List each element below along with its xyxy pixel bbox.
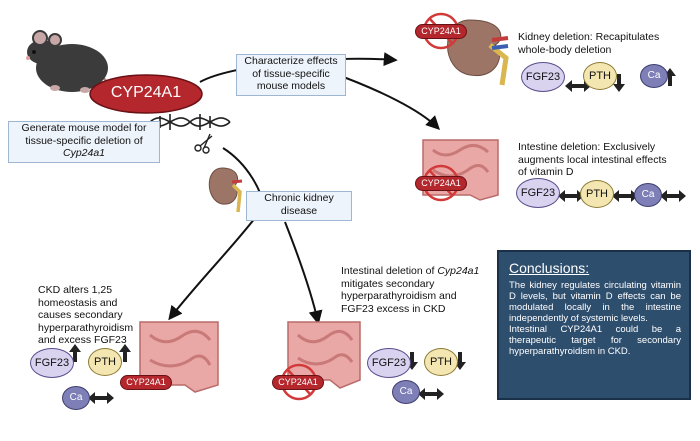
intestinal-deletion-prefix: Intestinal deletion of: [341, 265, 438, 277]
mouse-illustration: [26, 30, 161, 94]
ca-ckd-deletion: Ca: [392, 380, 420, 404]
conclusions-paragraph-2: Intestinal CYP24A1 could be a therapeuti…: [509, 324, 681, 357]
fgf23-ckd-deletion: FGF23: [367, 348, 411, 378]
pth-kidney: PTH: [583, 62, 617, 90]
cyp24a1-main-label: CYP24A1: [110, 84, 182, 101]
ca-kidney: Ca: [640, 64, 668, 88]
intestine-deletion-line-2: augments local intestinal effects: [518, 153, 667, 166]
arrow-to-intestine-deletion: [329, 71, 440, 130]
intestinal-deletion-line-1: Intestinal deletion of Cyp24a1: [341, 265, 479, 278]
dna-icon: [149, 114, 231, 130]
cyp24a1-pill-ckd-alters: CYP24A1: [120, 375, 172, 390]
characterize-line-2: of tissue-specific: [252, 67, 330, 80]
kidney-small-illustration: [208, 167, 243, 213]
kidney-deletion-text: Kidney deletion: Recapitulates whole-bod…: [518, 31, 659, 56]
conclusions-body: The kidney regulates circulating vitamin…: [509, 280, 681, 357]
intestine-deletion-text: Intestine deletion: Exclusively augments…: [518, 141, 667, 179]
conclusions-title: Conclusions:: [509, 260, 590, 276]
ckd-alters-line-3: causes secondary: [38, 309, 123, 321]
intestine-illustration-bottom-left: [139, 321, 219, 393]
intestinal-deletion-ckd-text: Intestinal deletion of Cyp24a1 mitigates…: [341, 265, 479, 315]
intestine-illustration-right: [422, 139, 499, 201]
fgf23-intestine: FGF23: [516, 178, 560, 208]
intestine-illustration-bottom-middle: [287, 321, 361, 389]
intestinal-deletion-line-3: hyperparathyroidism and: [341, 290, 457, 302]
conclusions-box: Conclusions: The kidney regulates circul…: [497, 250, 691, 400]
arrow-to-intestinal-deletion-ckd: [284, 221, 323, 325]
cyp24a1-pill-kidney: CYP24A1: [415, 24, 467, 39]
ckd-alters-line-4: hyperparathyroidism: [38, 321, 134, 334]
intestine-deletion-line-3: of vitamin D: [518, 166, 574, 178]
ckd-box-line-1: Chronic kidney: [264, 192, 334, 204]
ckd-box: Chronic kidney disease: [246, 191, 352, 221]
generate-line-2: tissue-specific deletion of: [25, 134, 143, 147]
intestine-deletion-line-1: Intestine deletion: Exclusively: [518, 141, 656, 153]
kidney-deletion-line-1: Kidney deletion: Recapitulates: [518, 31, 660, 43]
characterize-box: Characterize effects of tissue-specific …: [236, 54, 346, 96]
ckd-alters-line-2: homeostasis and: [38, 296, 118, 309]
generate-gene: Cyp24a1: [62, 147, 106, 159]
fgf23-kidney: FGF23: [521, 62, 565, 92]
kidney-deletion-line-2: whole-body deletion: [518, 43, 612, 56]
ckd-alters-text: CKD alters 1,25 homeostasis and causes s…: [38, 284, 133, 347]
fgf23-ckd-alters: FGF23: [30, 348, 74, 378]
cyp24a1-pill-ckd-deletion: CYP24A1: [272, 375, 324, 390]
arrow-to-ckd-alters: [168, 217, 256, 321]
cyp24a1-pill-intestine: CYP24A1: [415, 176, 467, 191]
ckd-box-line-2: disease: [280, 204, 318, 217]
ca-intestine: Ca: [634, 183, 662, 207]
pth-ckd-alters: PTH: [88, 348, 122, 376]
cyp24a1-main-ellipse: [89, 74, 203, 114]
generate-model-box: Generate mouse model for tissue-specific…: [8, 121, 160, 163]
conclusions-paragraph-1: The kidney regulates circulating vitamin…: [509, 280, 681, 324]
ckd-alters-line-1: CKD alters 1,25: [38, 284, 113, 296]
intestinal-deletion-line-2: mitigates secondary: [341, 277, 435, 290]
ckd-alters-line-5: and excess FGF23: [38, 334, 127, 346]
intestinal-deletion-line-4: FGF23 excess in CKD: [341, 302, 446, 315]
scissors-icon: [194, 133, 213, 154]
generate-line-1: Generate mouse model for: [21, 122, 147, 134]
pth-ckd-deletion: PTH: [424, 348, 458, 376]
pth-intestine: PTH: [580, 180, 614, 208]
ca-ckd-alters: Ca: [62, 386, 90, 410]
characterize-line-1: Characterize effects: [244, 55, 338, 67]
intestinal-deletion-gene: Cyp24a1: [437, 265, 480, 277]
characterize-line-3: mouse models: [256, 80, 326, 92]
